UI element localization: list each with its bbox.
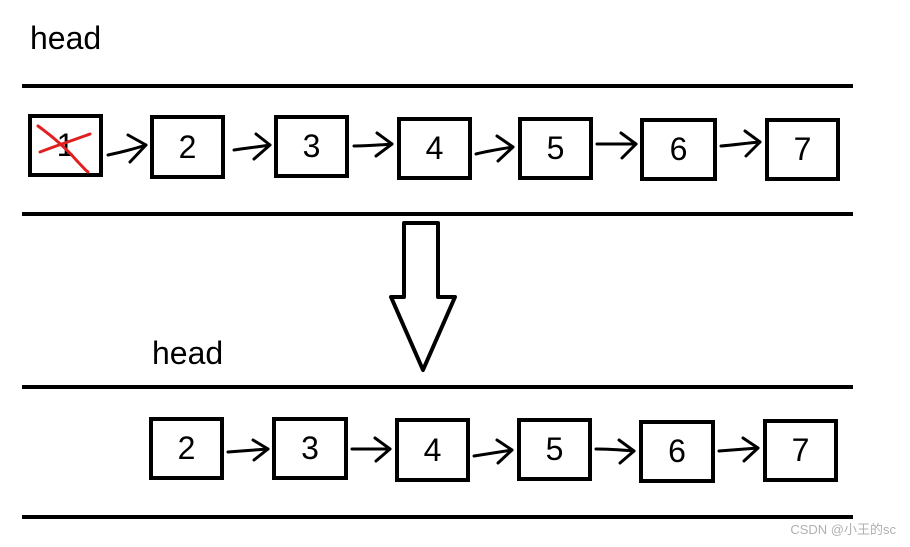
top-link-arrow-3-4	[352, 131, 394, 158]
top-node-6: 6	[640, 118, 717, 181]
top-node-1: 1	[28, 114, 103, 177]
top-link-arrow-2-3	[232, 132, 272, 161]
down-arrow-icon	[389, 221, 457, 372]
bottom-lower-line	[22, 515, 853, 519]
bottom-upper-line	[22, 385, 853, 389]
bottom-node-4: 4	[395, 418, 470, 482]
bottom-node-7: 7	[763, 419, 838, 482]
bottom-link-arrow-3-4	[350, 436, 392, 463]
top-node-5: 5	[518, 117, 593, 180]
bottom-link-arrow-5-6	[594, 438, 636, 465]
top-head-label: head	[30, 20, 102, 56]
bottom-link-arrow-2-3	[226, 438, 270, 462]
watermark: CSDN @小王的sc	[790, 522, 896, 537]
top-node-4: 4	[397, 117, 472, 180]
bottom-node-6: 6	[639, 420, 715, 483]
top-link-arrow-5-6	[595, 131, 638, 160]
bottom-link-arrow-4-5	[472, 438, 514, 465]
top-lower-line	[22, 212, 853, 216]
bottom-head-label: head	[152, 335, 224, 371]
top-link-arrow-1-2	[106, 133, 148, 164]
top-node-7: 7	[765, 118, 840, 181]
red-x-icon	[36, 124, 92, 174]
top-node-2: 2	[150, 115, 225, 179]
top-upper-line	[22, 84, 853, 88]
bottom-node-5: 5	[517, 418, 592, 481]
bottom-link-arrow-6-7	[717, 436, 760, 463]
top-link-arrow-4-5	[474, 134, 515, 163]
top-node-3: 3	[274, 115, 349, 178]
bottom-node-2: 2	[149, 417, 224, 480]
bottom-node-3: 3	[272, 417, 348, 480]
top-link-arrow-6-7	[719, 129, 762, 158]
